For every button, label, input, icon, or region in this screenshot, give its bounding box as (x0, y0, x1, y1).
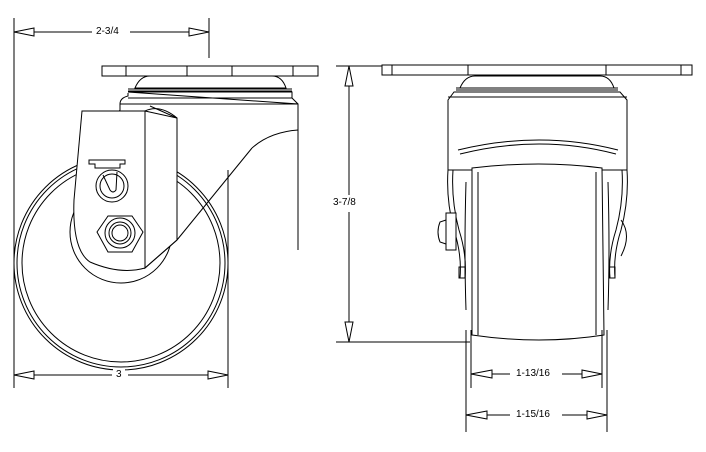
dimension-fork-width (465, 410, 608, 420)
swivel-lock-side (88, 159, 129, 203)
label-mount-offset: 2-3/4 (93, 26, 122, 38)
dimension-wheel-width (470, 369, 603, 379)
label-overall-height: 3-7/8 (330, 197, 359, 209)
front-view (336, 64, 693, 432)
axle-nut-front (437, 212, 627, 257)
swivel-housing-side (114, 75, 299, 250)
dimension-wheel-diameter (13, 370, 229, 380)
top-plate-side (101, 65, 319, 77)
wheel-front (464, 163, 610, 341)
label-wheel-width: 1-13/16 (513, 368, 553, 380)
axle-nut-side (96, 215, 144, 253)
top-plate-front (381, 64, 693, 76)
dimension-mount-offset (13, 27, 210, 37)
side-view (13, 18, 319, 388)
dimension-overall-height (344, 65, 354, 343)
label-fork-width: 1-15/16 (513, 409, 553, 421)
swivel-housing-front (447, 75, 628, 171)
label-wheel-diameter: 3 (113, 369, 125, 381)
